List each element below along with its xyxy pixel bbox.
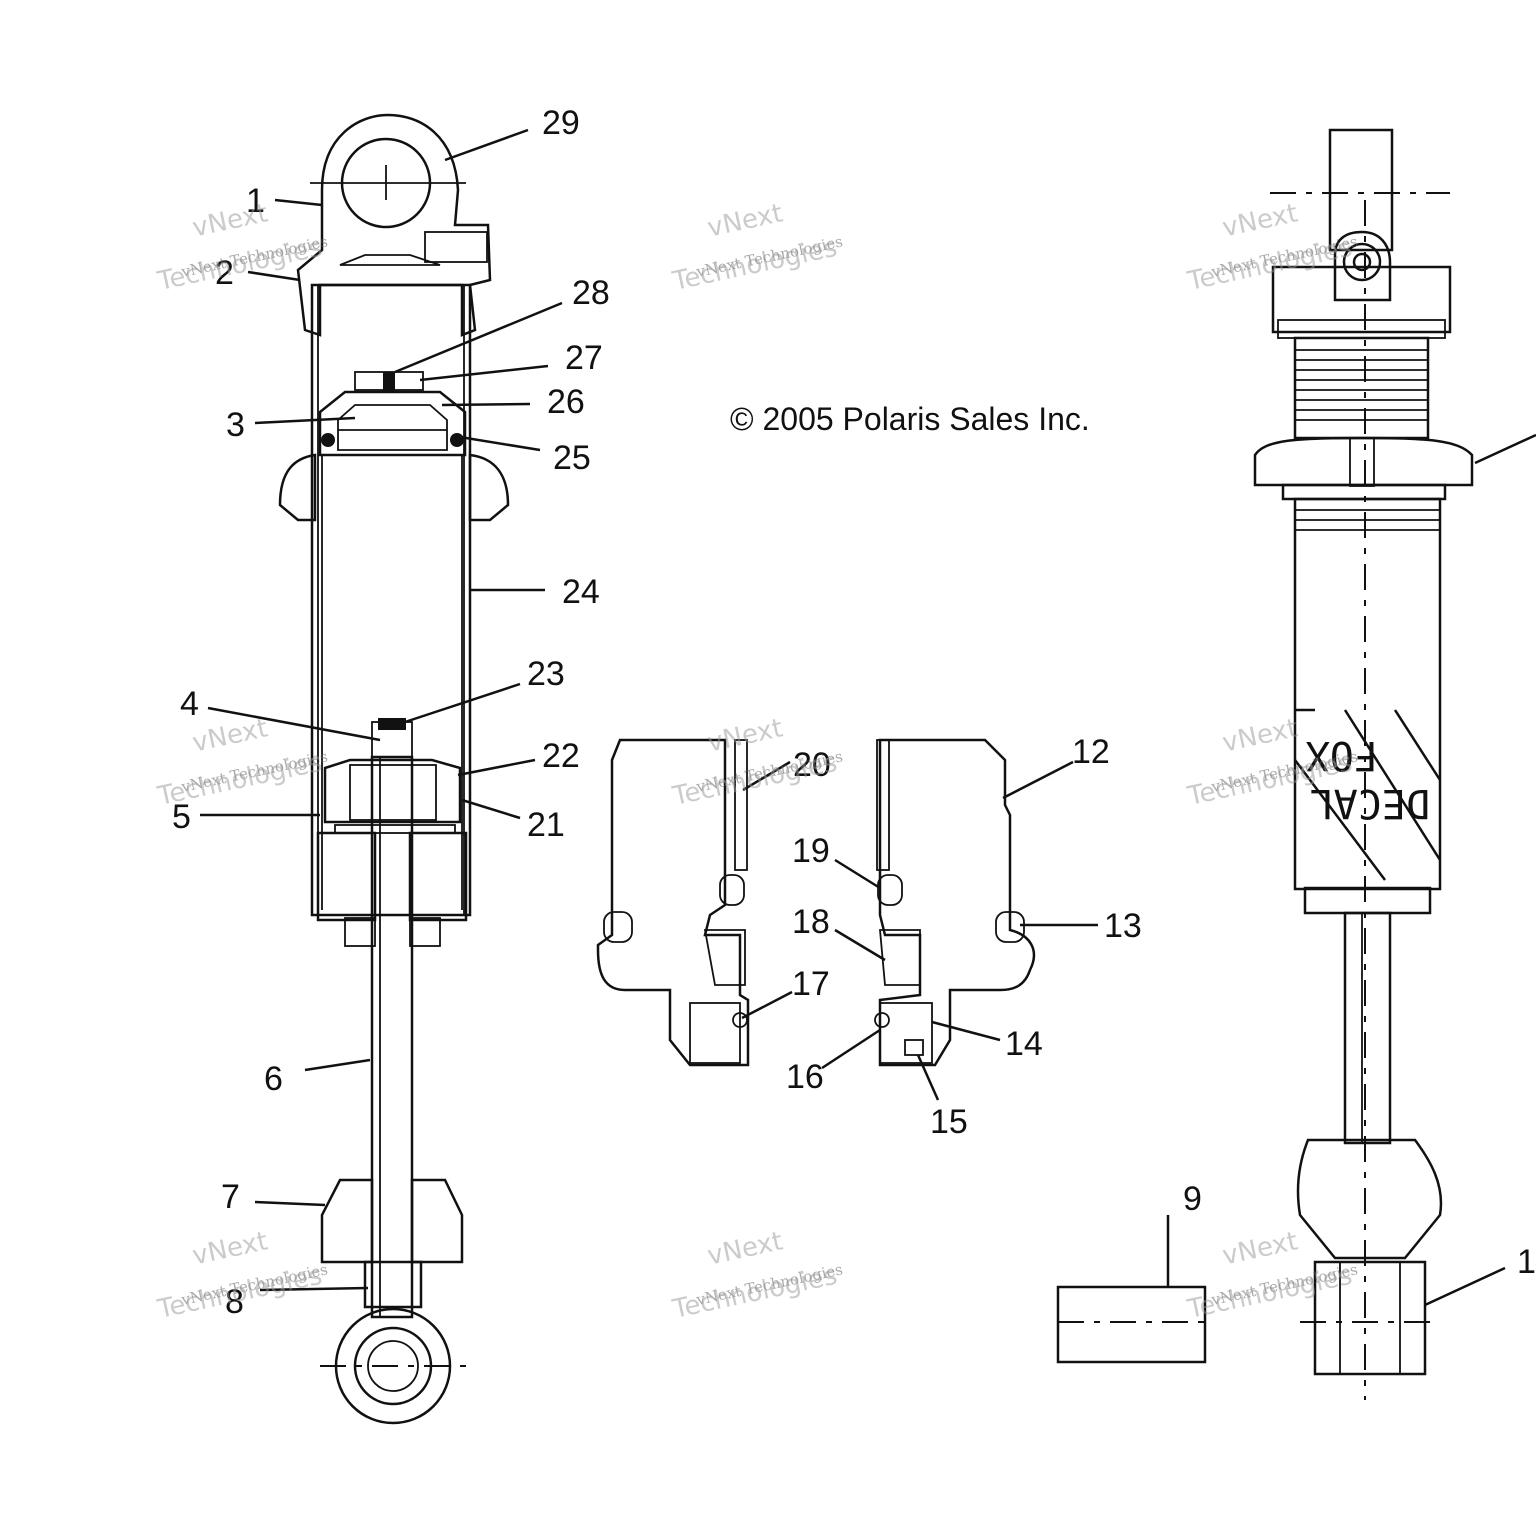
callout-17: 17 <box>792 965 830 1003</box>
watermark-text: Technologies <box>1184 1261 1355 1325</box>
callout-labels: 1 2 3 4 5 6 7 8 9 10 12 13 14 15 16 17 1… <box>172 104 1536 1321</box>
watermark-logo: vNext <box>190 713 271 758</box>
watermark-logo: vNext <box>190 1226 271 1271</box>
leader-lines <box>200 128 1536 1307</box>
watermark-text: Technologies <box>669 233 840 297</box>
watermark-text: Technologies <box>669 748 840 812</box>
callout-2: 2 <box>215 254 234 292</box>
watermark-logo: vNext <box>1220 198 1301 243</box>
callout-10: 10 <box>1517 1243 1536 1281</box>
callout-20: 20 <box>793 746 831 784</box>
shock-exterior: DECAL FOX <box>1056 128 1474 1400</box>
callout-24: 24 <box>562 573 600 611</box>
copyright-notice: © 2005 Polaris Sales Inc. <box>730 401 1090 437</box>
callout-21: 21 <box>527 806 565 844</box>
watermark-text: Technologies <box>1184 233 1355 297</box>
callout-15: 15 <box>930 1103 968 1141</box>
decal-brand: FOX <box>1306 732 1378 778</box>
callout-27: 27 <box>565 339 603 377</box>
callout-14: 14 <box>1005 1025 1043 1063</box>
watermark-logo: vNext <box>1220 1226 1301 1271</box>
watermark-logo: vNext <box>705 198 786 243</box>
callout-13: 13 <box>1104 907 1142 945</box>
callout-1: 1 <box>246 182 265 220</box>
callout-16: 16 <box>786 1058 824 1096</box>
callout-7: 7 <box>221 1178 240 1216</box>
callout-19: 19 <box>792 832 830 870</box>
callout-5: 5 <box>172 798 191 836</box>
watermark-text: Technologies <box>669 1261 840 1325</box>
callout-3: 3 <box>226 406 245 444</box>
callout-6: 6 <box>264 1060 283 1098</box>
seal-head-section <box>596 738 1036 1067</box>
callout-22: 22 <box>542 737 580 775</box>
watermark-text: Technologies <box>154 748 325 812</box>
callout-9: 9 <box>1183 1180 1202 1218</box>
callout-23: 23 <box>527 655 565 693</box>
callout-18: 18 <box>792 903 830 941</box>
callout-8: 8 <box>225 1283 244 1321</box>
callout-12: 12 <box>1072 733 1110 771</box>
watermark-logo: vNext <box>1220 713 1301 758</box>
watermark-logo: vNext <box>705 713 786 758</box>
watermark-logo: vNext <box>190 198 271 243</box>
callout-25: 25 <box>553 439 591 477</box>
callout-28: 28 <box>572 274 610 312</box>
callout-26: 26 <box>547 383 585 421</box>
callout-29: 29 <box>542 104 580 142</box>
decal-text: DECAL <box>1310 780 1430 826</box>
watermarks: vNext vNext Technologies Technologies vN… <box>154 198 1359 1325</box>
callout-4: 4 <box>180 685 199 723</box>
watermark-logo: vNext <box>705 1226 786 1271</box>
